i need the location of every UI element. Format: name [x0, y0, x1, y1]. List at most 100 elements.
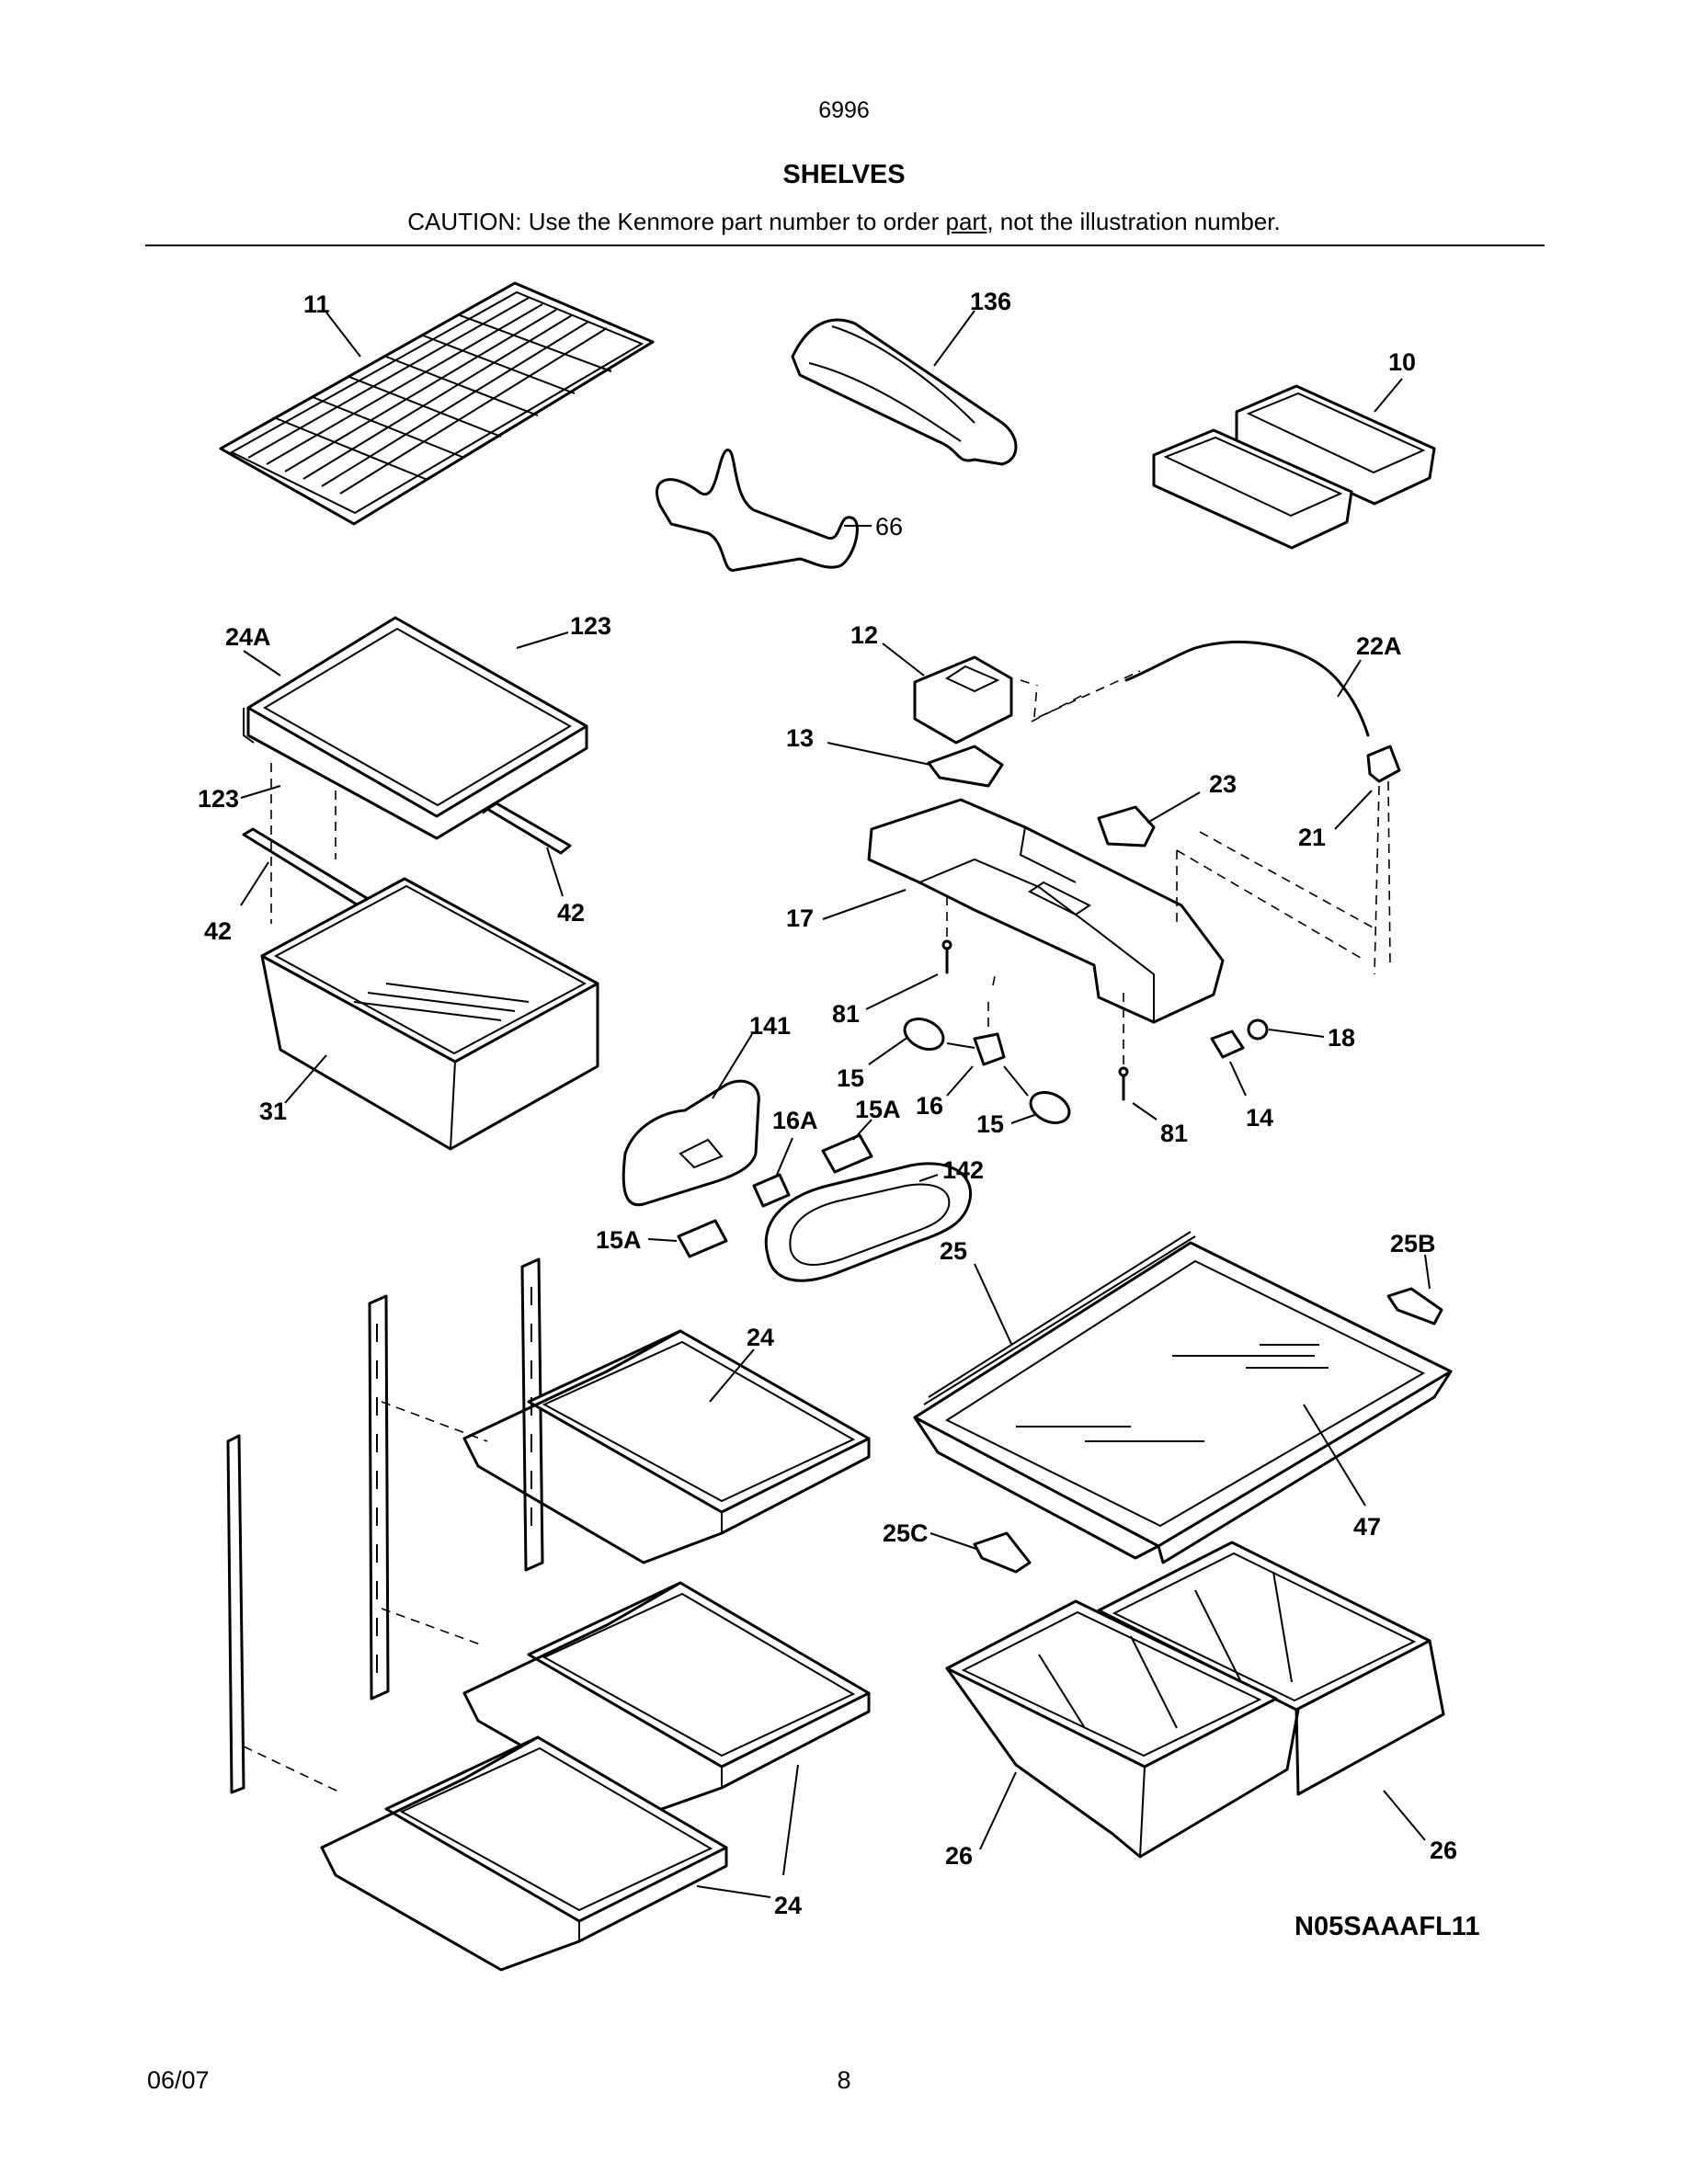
callout-123a: 123	[570, 612, 611, 640]
ice-tray-parts	[1152, 384, 1436, 550]
leader-15a	[868, 1036, 909, 1065]
leader-10	[1374, 378, 1403, 413]
callout-15b: 15	[976, 1110, 1004, 1138]
glass-shelf-middle-part	[462, 1581, 871, 1817]
callout-22A: 22A	[1356, 632, 1402, 660]
footer-date: 06/07	[147, 2066, 210, 2094]
leader-14	[1229, 1061, 1247, 1097]
leader-25B	[1424, 1254, 1431, 1290]
leader-16	[946, 1065, 974, 1097]
callout-23: 23	[1209, 770, 1237, 798]
ice-bucket-part	[913, 655, 1013, 745]
light-housing-part	[622, 1079, 760, 1207]
callout-42b: 42	[557, 899, 585, 927]
caution-suffix: , not the illustration number.	[987, 208, 1281, 235]
shelf-bracket-25C-part	[973, 1531, 1032, 1574]
callout-66: 66	[875, 513, 903, 540]
assembly-guide-light	[987, 975, 996, 1029]
callout-123b: 123	[198, 785, 239, 813]
leader-31	[284, 1054, 327, 1104]
callout-13: 13	[786, 724, 814, 752]
callout-42a: 42	[204, 917, 232, 945]
assembly-guide-screws	[946, 896, 1124, 1066]
model-number: 6996	[818, 97, 870, 123]
leader-42b	[546, 847, 564, 897]
caution-prefix: CAUTION: Use the Kenmore part number to …	[407, 208, 946, 235]
bulb-socket-parts	[903, 1018, 1071, 1124]
callout-142: 142	[942, 1156, 984, 1184]
callout-25B: 25B	[1390, 1230, 1436, 1257]
switch-parts	[1210, 1018, 1269, 1059]
leader-123b	[240, 785, 281, 799]
callout-141: 141	[749, 1012, 791, 1040]
assembly-guide-left	[270, 763, 502, 924]
callout-12: 12	[850, 621, 878, 649]
caution-underlined: part	[945, 208, 987, 235]
glass-shelf-bottom-part	[320, 1735, 728, 1972]
leader-16A	[776, 1137, 793, 1176]
thermostat-part	[1097, 805, 1156, 847]
callout-24A: 24A	[225, 623, 271, 651]
assembly-guide-12	[1020, 670, 1141, 718]
callout-136: 136	[970, 288, 1011, 315]
leader-25C	[930, 1532, 977, 1550]
callout-11: 11	[303, 290, 330, 318]
leader-24A	[243, 650, 281, 677]
callout-16A: 16A	[772, 1107, 818, 1134]
leader-23	[1146, 791, 1201, 824]
assembly-guide-ladder	[243, 1401, 488, 1793]
crisper-drawer-right-part	[1097, 1541, 1445, 1796]
shelf-bracket-25B-part	[1386, 1287, 1443, 1325]
crisper-drawer-part	[260, 877, 599, 1151]
light-socket-parts	[677, 1133, 873, 1258]
callout-25C: 25C	[883, 1519, 929, 1547]
leader-22A	[1337, 659, 1362, 698]
page-title: SHELVES	[782, 160, 906, 189]
wine-rack-wire-part	[656, 449, 859, 572]
callout-26a: 26	[945, 1842, 973, 1870]
callout-25: 25	[940, 1237, 967, 1265]
leader-13	[827, 742, 931, 766]
leader-17	[822, 889, 907, 920]
assembly-guide-right	[1031, 693, 1391, 975]
leader-24b	[696, 1764, 799, 1898]
callout-16: 16	[916, 1092, 943, 1120]
leader-42a	[240, 861, 269, 906]
leader-12	[882, 643, 925, 677]
light-shield-part	[927, 745, 1004, 788]
leader-136	[933, 310, 975, 367]
leader-141	[712, 1033, 753, 1099]
leader-142	[918, 1174, 939, 1182]
callout-17: 17	[786, 904, 814, 932]
leader-26b	[1383, 1790, 1426, 1841]
callout-47: 47	[1353, 1513, 1381, 1541]
crisper-drawer-left-part	[945, 1599, 1300, 1859]
screw-parts	[941, 939, 1129, 1101]
callout-10: 10	[1388, 348, 1416, 376]
callout-24a: 24	[747, 1324, 774, 1351]
leader-15b	[1010, 1113, 1038, 1124]
thermostat-cable-part	[1124, 640, 1401, 783]
leader-18	[1268, 1029, 1325, 1038]
leader-15Ab	[647, 1238, 678, 1242]
crisper-glass-cover-part	[913, 1231, 1453, 1564]
diagram-code: N05SAAAFL11	[1295, 1912, 1479, 1941]
leader-123a	[516, 631, 569, 649]
leader-25	[974, 1263, 1012, 1345]
callout-21: 21	[1298, 824, 1326, 851]
control-housing-part	[867, 798, 1225, 1024]
callout-15Ab: 15A	[596, 1226, 642, 1254]
callout-14: 14	[1246, 1104, 1273, 1132]
callout-81a: 81	[832, 1000, 860, 1028]
crisper-cover-part	[243, 616, 588, 840]
callout-26b: 26	[1430, 1837, 1457, 1864]
leader-21	[1334, 790, 1373, 830]
caution-note: CAUTION: Use the Kenmore part number to …	[0, 208, 1688, 236]
callout-31: 31	[259, 1098, 287, 1125]
callout-24b: 24	[774, 1892, 802, 1919]
callout-18: 18	[1328, 1024, 1355, 1052]
glass-shelf-top-part	[462, 1329, 871, 1564]
leader-81b	[1132, 1102, 1158, 1120]
callout-15Aa: 15A	[855, 1096, 901, 1123]
